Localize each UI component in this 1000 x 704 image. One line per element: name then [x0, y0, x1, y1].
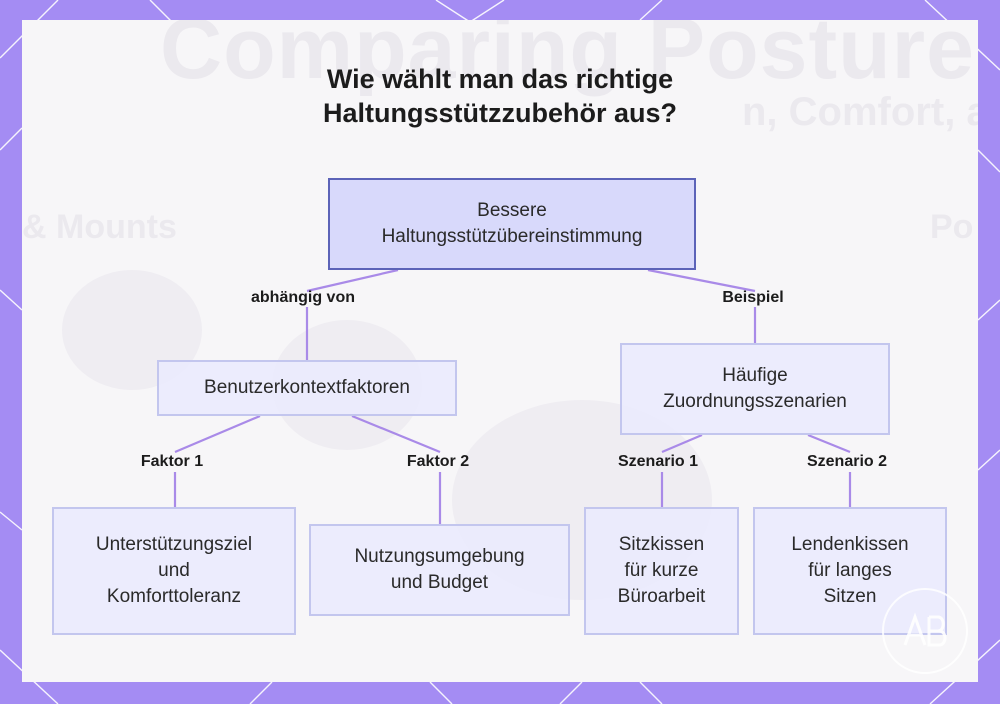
- node-usage-environment: Nutzungsumgebung und Budget: [309, 524, 570, 616]
- node-label: Nutzungsumgebung und Budget: [354, 546, 525, 593]
- node-label: Sitzkissen für kurze Büroarbeit: [617, 534, 706, 607]
- edge-label-factor-1: Faktor 1: [140, 453, 204, 470]
- node-user-context-factors: Benutzerkontextfaktoren: [157, 360, 457, 416]
- edge-label-example: Beispiel: [722, 289, 784, 306]
- edge-label-scenario-2: Szenario 2: [806, 453, 888, 470]
- connector-factors-goal: [173, 414, 261, 507]
- node-label: Unterstützungsziel und Komforttoleranz: [95, 534, 253, 607]
- background-subtitle-text: n, Comfort, ar: [742, 90, 978, 134]
- connector-scenarios-lumbar: [807, 433, 852, 507]
- node-common-scenarios: Häufige Zuordnungsszenarien: [620, 343, 890, 435]
- background-left-heading: & Mounts: [22, 208, 177, 246]
- connector-scenarios-seat: [660, 433, 703, 507]
- brand-logo-icon: [882, 588, 968, 674]
- node-support-goal: Unterstützungsziel und Komforttoleranz: [52, 507, 296, 635]
- node-better-posture-match: Bessere Haltungsstützübereinstimmung: [328, 178, 696, 270]
- connector-factors-environment: [351, 414, 442, 524]
- edge-label-factor-2: Faktor 2: [406, 453, 470, 470]
- edge-label-scenario-1: Szenario 1: [617, 453, 699, 470]
- background-title-text: Comparing Posture Su: [160, 20, 978, 97]
- edge-label-depends-on: abhängig von: [251, 289, 355, 306]
- diagram-title: Wie wählt man das richtige Haltungsstütz…: [322, 64, 677, 128]
- node-label: Lendenkissen für langes Sitzen: [791, 534, 909, 607]
- node-seat-cushion: Sitzkissen für kurze Büroarbeit: [584, 507, 739, 635]
- node-label: Häufige Zuordnungsszenarien: [663, 365, 847, 412]
- connector-root-scenarios: [647, 268, 757, 343]
- node-label: Benutzerkontextfaktoren: [204, 377, 410, 398]
- node-label: Bessere Haltungsstützübereinstimmung: [381, 200, 643, 247]
- background-right-heading: Po: [930, 208, 974, 246]
- connector-root-factors: [305, 268, 399, 360]
